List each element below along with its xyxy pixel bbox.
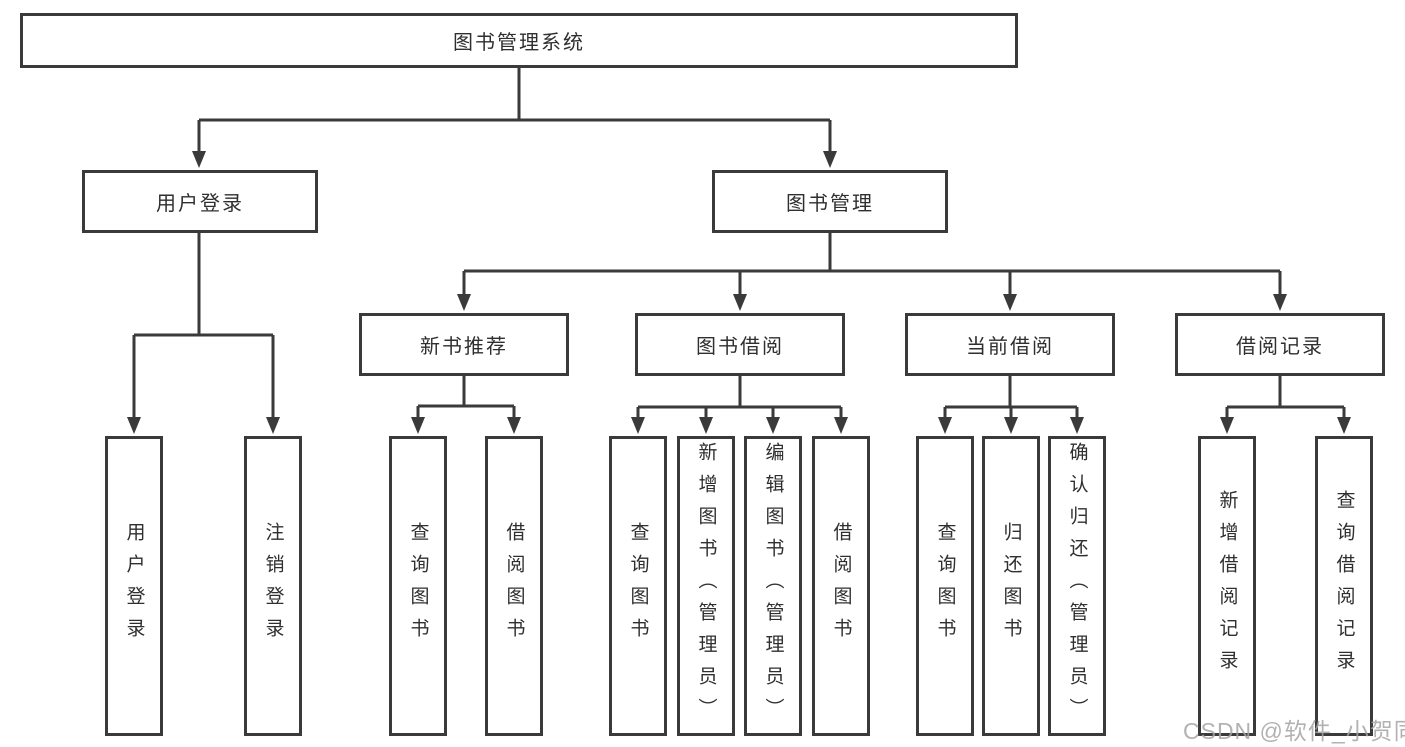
node-label: 注销登录 [262,522,284,650]
leaf-query-books-current: 查询图书 [916,436,974,736]
node-label: 图书管理系统 [453,32,585,54]
node-label: 图书借阅 [696,336,784,358]
node-book-borrowing: 图书借阅 [635,313,845,376]
leaf-query-books-borrowing: 查询图书 [609,436,667,736]
node-label: 查询借阅记录 [1333,490,1355,682]
node-label: 新书推荐 [420,336,508,358]
node-label: 当前借阅 [966,336,1054,358]
csdn-watermark: CSDN @软件_小贺同学 [1183,718,1405,744]
leaf-borrow-books-borrowing: 借阅图书 [812,436,870,736]
leaf-add-books-admin: 新增图书（管理员） [677,436,735,736]
node-label: 图书管理 [786,193,874,215]
node-borrowing-records: 借阅记录 [1175,313,1385,376]
node-book-management-branch: 图书管理 [712,170,948,233]
node-root-library-management-system: 图书管理系统 [20,13,1018,68]
leaf-edit-books-admin: 编辑图书（管理员） [744,436,802,736]
node-label: 查询图书 [407,522,429,650]
node-label: 归还图书 [1000,522,1022,650]
node-current-borrowing: 当前借阅 [905,313,1115,376]
leaf-logout: 注销登录 [244,436,302,736]
node-label: 用户登录 [156,193,244,215]
node-label: 查询图书 [934,522,956,650]
node-label: 查询图书 [627,522,649,650]
node-label: 借阅记录 [1236,336,1324,358]
leaf-confirm-return-admin: 确认归还（管理员） [1048,436,1106,736]
node-label: 确认归还（管理员） [1066,442,1088,730]
leaf-query-borrowing-record: 查询借阅记录 [1315,436,1373,736]
leaf-add-borrowing-record: 新增借阅记录 [1198,436,1256,736]
node-label: 借阅图书 [830,522,852,650]
leaf-user-login: 用户登录 [105,436,163,736]
leaf-borrow-books-newbooks: 借阅图书 [485,436,543,736]
node-user-login-branch: 用户登录 [82,170,318,233]
leaf-query-books-newbooks: 查询图书 [389,436,447,736]
node-label: 借阅图书 [503,522,525,650]
node-label: 编辑图书（管理员） [762,442,784,730]
node-label: 新增借阅记录 [1216,490,1238,682]
leaf-return-books: 归还图书 [982,436,1040,736]
node-label: 新增图书（管理员） [695,442,717,730]
node-label: 用户登录 [123,522,145,650]
node-new-book-recommendation: 新书推荐 [359,313,569,376]
